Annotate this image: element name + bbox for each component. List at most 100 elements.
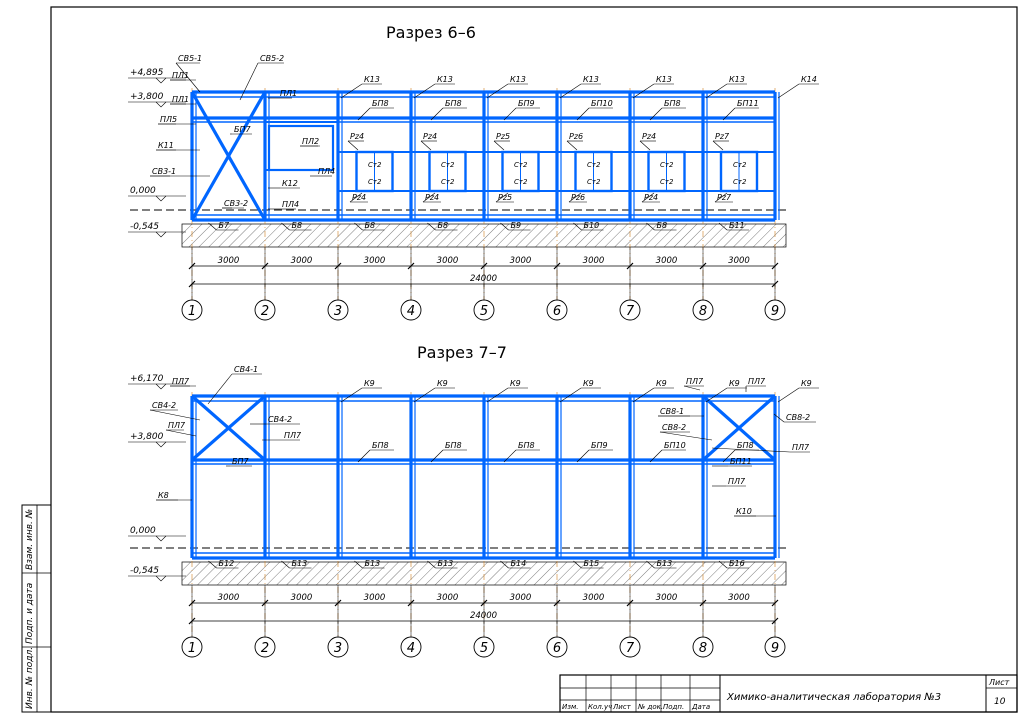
left-label: ПЛ1 (172, 95, 189, 104)
foundation-label: Б13 (438, 559, 454, 568)
stand-label: Ст2 (441, 161, 455, 169)
title-block-col-3: № док. (637, 703, 663, 711)
axis-bubble (254, 636, 276, 658)
stand-label: Ст2 (368, 161, 382, 169)
column-label: К9 (510, 379, 521, 388)
sill-label: Рz5 (498, 193, 512, 202)
left-label: СВ4-1 (234, 365, 258, 374)
axis-label: 7 (626, 641, 635, 656)
sheet-label: Лист (988, 678, 1010, 687)
stand-label: Ст2 (587, 161, 601, 169)
axis-label: 6 (553, 641, 561, 656)
stamp-sign-date: Подп. и дата (25, 583, 35, 644)
span-dimension: 3000 (583, 593, 605, 603)
foundation-label: Б12 (219, 559, 235, 568)
title-block-col-0: Изм. (562, 703, 578, 711)
axis-label: 8 (699, 641, 707, 656)
right-label: СВ8-2 (662, 423, 686, 432)
window-label: Рz5 (496, 132, 510, 141)
beam-label: БП8 (372, 99, 389, 108)
beam-label: БП11 (737, 99, 759, 108)
left-label: ПЛ2 (302, 137, 319, 146)
stand-label: Ст2 (660, 161, 674, 169)
span-dimension: 3000 (364, 593, 386, 603)
axis-bubble (400, 299, 422, 321)
beam-label: БП9 (518, 99, 535, 108)
level-mark: -0,545 (130, 222, 159, 232)
left-label: ПЛ1 (172, 71, 189, 80)
axis-bubble (181, 636, 203, 658)
left-label: ПЛ1 (280, 89, 297, 98)
span-dimension: 3000 (728, 593, 750, 603)
axis-bubble (254, 299, 276, 321)
axis-label: 4 (407, 641, 415, 656)
foundation-label: Б10 (584, 221, 600, 230)
stand-label: Ст2 (733, 178, 747, 186)
right-label: ПЛ7 (792, 443, 810, 452)
axis-label: 6 (553, 304, 561, 319)
foundation-label: Б13 (365, 559, 381, 568)
column-label: К13 (510, 75, 526, 84)
axis-bubble (764, 299, 786, 321)
axis-label: 1 (188, 641, 196, 656)
level-mark: 0,000 (130, 526, 156, 536)
foundation-label: Б11 (729, 221, 745, 230)
right-label: ПЛ7 (728, 477, 746, 486)
axis-bubble (181, 299, 203, 321)
span-dimension: 3000 (656, 256, 678, 266)
level-mark: -0,545 (130, 566, 159, 576)
sheet-number: 10 (994, 697, 1006, 707)
axis-label: 4 (407, 304, 415, 319)
column-label: К9 (437, 379, 448, 388)
title-block-col-5: Дата (691, 703, 710, 711)
span-dimension: 3000 (291, 256, 313, 266)
left-label: ПЛ5 (160, 115, 177, 124)
level-mark: 0,000 (130, 186, 156, 196)
beam-label: БП8 (372, 441, 389, 450)
window-label: Рz4 (350, 132, 364, 141)
sill-label: Рz4 (352, 193, 366, 202)
foundation-label: Б13 (292, 559, 308, 568)
axis-label: 2 (261, 641, 269, 656)
left-label: СВ4-2 (268, 415, 292, 424)
axis-label: 9 (771, 304, 779, 319)
axis-label: 9 (771, 641, 779, 656)
column-label: К13 (364, 75, 380, 84)
axis-label: 3 (334, 641, 342, 656)
beam-label: БП8 (445, 99, 462, 108)
window-label: Рz4 (642, 132, 656, 141)
section-title-6-6: Разрез 6–6 (386, 23, 476, 42)
span-dimension: 3000 (291, 593, 313, 603)
section-title-7-7: Разрез 7–7 (417, 343, 507, 362)
axis-label: 1 (188, 304, 196, 319)
axis-bubble (546, 299, 568, 321)
axis-bubble (400, 636, 422, 658)
right-label: СВ8-1 (660, 407, 684, 416)
beam-label: БП10 (664, 441, 686, 450)
axis-label: 8 (699, 304, 707, 319)
left-label: СВ5-1 (178, 54, 202, 63)
title-block-col-2: Лист (612, 703, 632, 711)
window-label: Рz4 (423, 132, 437, 141)
stand-label: Ст2 (587, 178, 601, 186)
span-dimension: 3000 (728, 256, 750, 266)
axis-bubble (764, 636, 786, 658)
stand-label: Ст2 (514, 178, 528, 186)
beam-label: БП8 (664, 99, 681, 108)
title-block-col-4: Подп. (663, 703, 684, 711)
title-block-col-1: Кол.уч (588, 703, 612, 711)
axis-bubble (692, 636, 714, 658)
steel-frame (190, 394, 780, 560)
axis-bubble (619, 636, 641, 658)
right-label: ПЛ7 (748, 377, 766, 386)
stand-label: Ст2 (441, 178, 455, 186)
span-dimension: 3000 (218, 256, 240, 266)
left-label: ПЛ7 (168, 421, 186, 430)
beam-label: БП8 (737, 441, 754, 450)
side-stamp: Взам. инв. № Подп. и дата Инв. № подл. (21, 504, 52, 713)
axis-label: 5 (480, 304, 488, 319)
axis-bubble (692, 299, 714, 321)
